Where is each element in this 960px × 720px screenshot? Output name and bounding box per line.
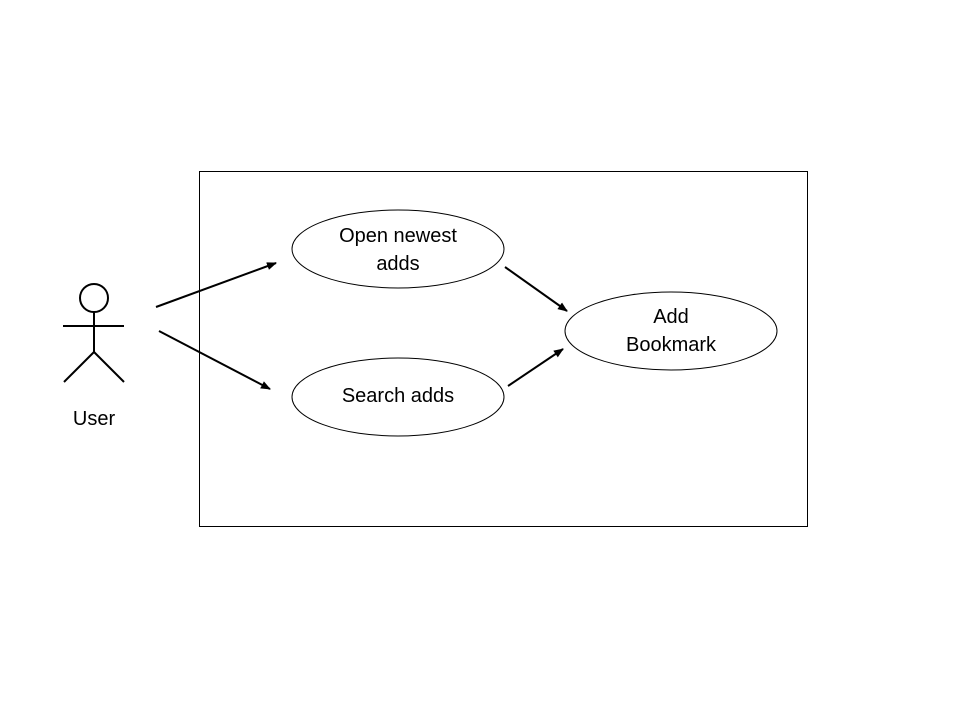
use-case-label-search-adds: Search adds — [298, 382, 498, 410]
use-case-text-line: Search adds — [341, 385, 455, 407]
arrow-search-adds-to-add-bookmark — [507, 348, 564, 387]
use-case-text-line: Open newest — [339, 225, 457, 247]
use-case-add-bookmark — [564, 291, 778, 371]
actor-right-leg — [93, 351, 125, 383]
actor-head — [79, 283, 109, 313]
actor-left-leg — [63, 351, 95, 383]
arrow-open-newest-adds-to-add-bookmark — [504, 266, 568, 312]
use-case-search-adds — [291, 357, 505, 437]
actor-name: User — [72, 408, 116, 430]
actor-user-figure — [63, 283, 125, 383]
use-case-text-line: Bookmark — [625, 334, 717, 356]
arrow-user-to-open-newest-adds — [155, 262, 277, 308]
use-case-label-open-newest-adds: Open newest adds — [298, 222, 498, 278]
system-boundary — [199, 171, 808, 527]
use-case-text-line: Add — [653, 306, 689, 328]
arrow-user-to-search-adds — [158, 330, 271, 390]
use-case-text-line: adds — [376, 253, 420, 275]
use-case-label-add-bookmark: Add Bookmark — [571, 303, 771, 359]
use-case-open-newest-adds — [291, 209, 505, 289]
actor-label: User — [54, 405, 134, 433]
